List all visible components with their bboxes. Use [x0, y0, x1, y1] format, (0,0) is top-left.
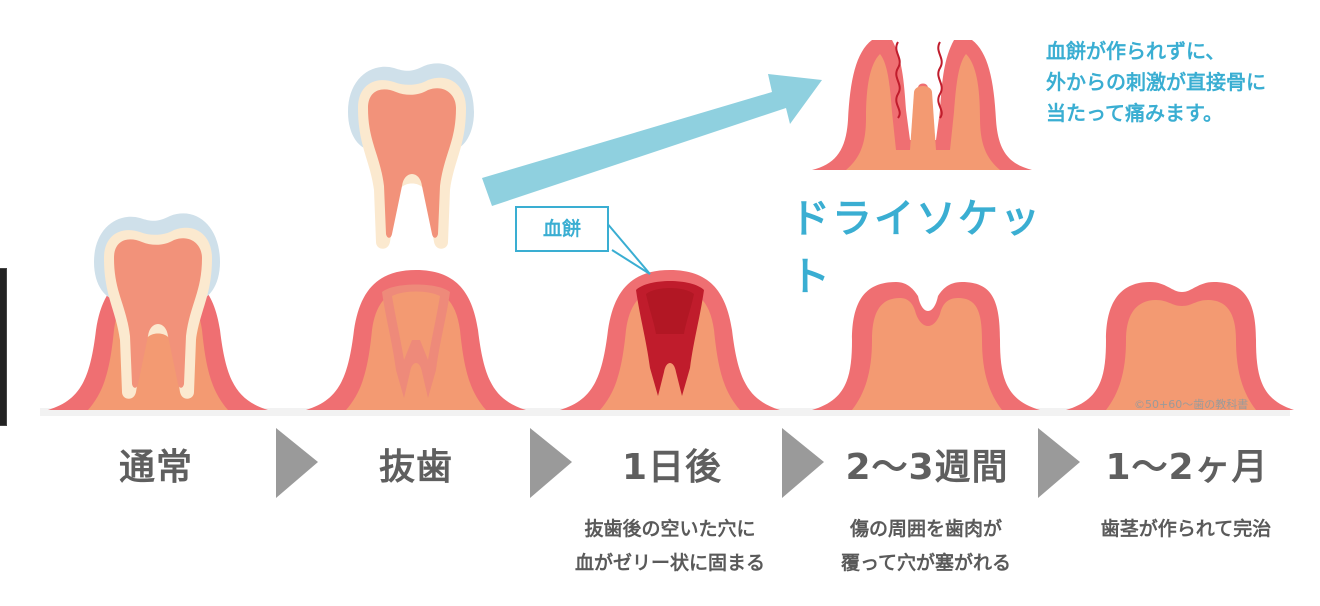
callout-line-2: 外からの刺激が直接骨に	[1046, 70, 1266, 94]
clot-stage-illustration	[560, 270, 780, 410]
normal-stage-illustration	[48, 213, 268, 410]
desc-line: 傷の周囲を歯肉が	[849, 518, 1002, 540]
dry-socket-callout: 血餅が作られずに、 外からの刺激が直接骨に 当たって痛みます。	[1046, 36, 1316, 129]
desc-line: 血がゼリー状に固まる	[574, 552, 765, 574]
clot-callout-pointer	[605, 221, 651, 275]
stage-desc-months: 歯茎が作られて完治	[1056, 512, 1316, 546]
callout-line-1: 血餅が作られずに、	[1046, 39, 1226, 63]
squiggle-nerve-icon	[937, 41, 943, 119]
right-triangle-icon	[276, 428, 318, 498]
stage-label-one-day: 1日後	[621, 447, 723, 488]
squiggle-nerve-icon	[895, 41, 901, 119]
right-triangle-icon	[782, 428, 824, 498]
stage-label-extraction: 抜歯	[378, 447, 453, 488]
stage-label-normal: 通常	[118, 447, 193, 488]
right-triangle-icon	[530, 428, 572, 498]
clot-label: 血餅	[515, 206, 609, 252]
left-edge-tab	[0, 268, 7, 426]
stage-label-weeks: 2〜3週間	[845, 447, 1009, 488]
stage-desc-one-day: 抜歯後の空いた穴に 血がゼリー状に固まる	[540, 512, 800, 580]
dry-socket-title: ドライソケット	[790, 196, 1042, 300]
pointer-arrow-icon	[482, 74, 822, 206]
desc-line: 覆って穴が塞がれる	[840, 552, 1012, 574]
callout-line-3: 当たって痛みます。	[1046, 101, 1223, 125]
healed-stage-illustration	[1066, 282, 1294, 410]
ground-line	[40, 408, 1290, 416]
weeks-stage-illustration	[812, 282, 1040, 410]
stage-label-months: 1〜2ヶ月	[1105, 447, 1269, 488]
copyright-text: ©50+60〜歯の教科書	[1134, 398, 1249, 411]
right-triangle-icon	[1038, 428, 1080, 498]
stage-desc-weeks: 傷の周囲を歯肉が 覆って穴が塞がれる	[796, 512, 1056, 580]
dry-socket-icon	[812, 40, 1032, 170]
desc-line: 歯茎が作られて完治	[1100, 518, 1272, 540]
desc-line: 抜歯後の空いた穴に	[584, 518, 756, 540]
extraction-stage-illustration	[306, 63, 526, 410]
